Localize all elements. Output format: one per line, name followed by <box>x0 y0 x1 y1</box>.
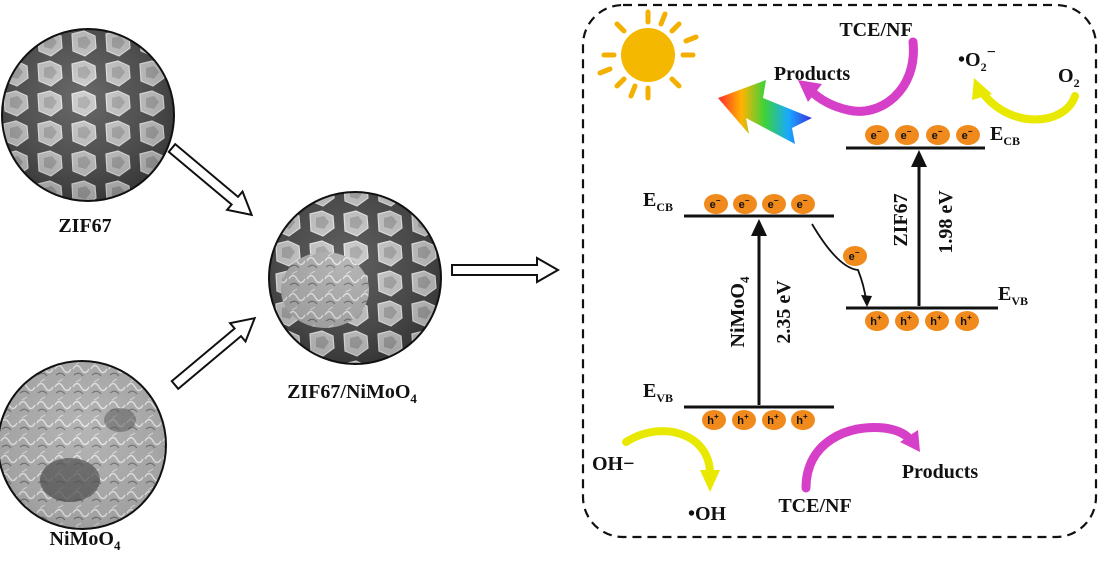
hydroxide-label: OH− <box>592 453 635 475</box>
svg-text:h+: h+ <box>796 412 808 427</box>
svg-text:e−: e− <box>739 196 750 211</box>
nimoo4-gap-label: 2.35 eV <box>773 280 795 344</box>
bottom-product-label: Products <box>902 461 979 483</box>
nimoo4-material-label: NiMoO4 <box>727 276 752 347</box>
hollow-arrow-to-mechanism <box>451 256 561 284</box>
charge-carriers: e− e− e− e− e− e− e− e− h+ h+ h+ h+ h+ h+ h+ h+ e− <box>702 125 980 430</box>
svg-text:h+: h+ <box>767 412 779 427</box>
electron-particle: e− <box>733 194 757 214</box>
electron-particle: e− <box>865 125 889 145</box>
oxygen-label: O2 <box>1058 65 1080 90</box>
composite-sem-image <box>268 191 442 365</box>
hydroxyl-radical-label: •OH <box>688 503 727 525</box>
hole-particle: h+ <box>925 311 949 331</box>
bottom-yellow-arrow <box>622 427 720 492</box>
electron-particle: e− <box>926 125 950 145</box>
mechanism-panel <box>581 3 1098 539</box>
svg-text:h+: h+ <box>900 313 912 328</box>
zif67-vb-label: EVB <box>998 283 1028 308</box>
hole-particle: h+ <box>732 410 756 430</box>
top-product-label: Products <box>774 63 851 85</box>
zif67-sem-image <box>1 28 175 202</box>
nimoo4-label: NiMoO4 <box>50 528 121 553</box>
svg-text:e−: e− <box>962 127 973 142</box>
electron-particle: e− <box>956 125 980 145</box>
svg-text:e−: e− <box>871 127 882 142</box>
top-yellow-arrow <box>972 78 1079 124</box>
electron-particle: e− <box>895 125 919 145</box>
hole-particle: h+ <box>955 311 979 331</box>
nimoo4-excitation-arrow <box>751 219 767 405</box>
superoxide-label: •O2− <box>958 44 996 74</box>
electron-particle: e− <box>762 194 786 214</box>
svg-text:h+: h+ <box>960 313 972 328</box>
svg-text:e−: e− <box>768 196 779 211</box>
light-bolt-icon <box>718 80 812 144</box>
electron-particle: e− <box>791 194 815 214</box>
transferring-electron-particle: e− <box>843 246 867 266</box>
svg-text:e−: e− <box>710 196 721 211</box>
zif67-material-label: ZIF67 <box>890 193 912 246</box>
hole-particle: h+ <box>762 410 786 430</box>
bottom-reactant-label: TCE/NF <box>778 495 851 517</box>
hollow-arrow-ni-to-composite <box>170 316 257 391</box>
top-magenta-arrow <box>798 37 918 116</box>
svg-text:h+: h+ <box>870 313 882 328</box>
electron-particle: e− <box>704 194 728 214</box>
svg-text:h+: h+ <box>737 412 749 427</box>
composite-label: ZIF67/NiMoO4 <box>287 381 417 406</box>
hollow-arrow-zif-to-composite <box>167 142 254 217</box>
hole-particle: h+ <box>865 311 889 331</box>
zif67-excitation-arrow <box>911 150 927 306</box>
svg-text:h+: h+ <box>930 313 942 328</box>
svg-text:e−: e− <box>932 127 943 142</box>
nimoo4-cb-label: ECB <box>643 189 673 214</box>
zif67-label: ZIF67 <box>58 215 111 237</box>
hole-particle: h+ <box>895 311 919 331</box>
nimoo4-vb-label: EVB <box>643 380 673 405</box>
svg-text:e−: e− <box>797 196 808 211</box>
nimoo4-sem-image <box>0 360 167 530</box>
zif67-gap-label: 1.98 eV <box>935 190 957 254</box>
hole-particle: h+ <box>702 410 726 430</box>
svg-text:h+: h+ <box>707 412 719 427</box>
hole-particle: h+ <box>791 410 815 430</box>
top-reactant-label: TCE/NF <box>839 19 912 41</box>
svg-text:e−: e− <box>849 248 860 263</box>
svg-text:e−: e− <box>901 127 912 142</box>
bottom-magenta-arrow <box>801 422 920 493</box>
electron-transfer-arrow <box>811 223 872 307</box>
sun-icon <box>597 9 699 101</box>
zif67-cb-label: ECB <box>990 123 1020 148</box>
